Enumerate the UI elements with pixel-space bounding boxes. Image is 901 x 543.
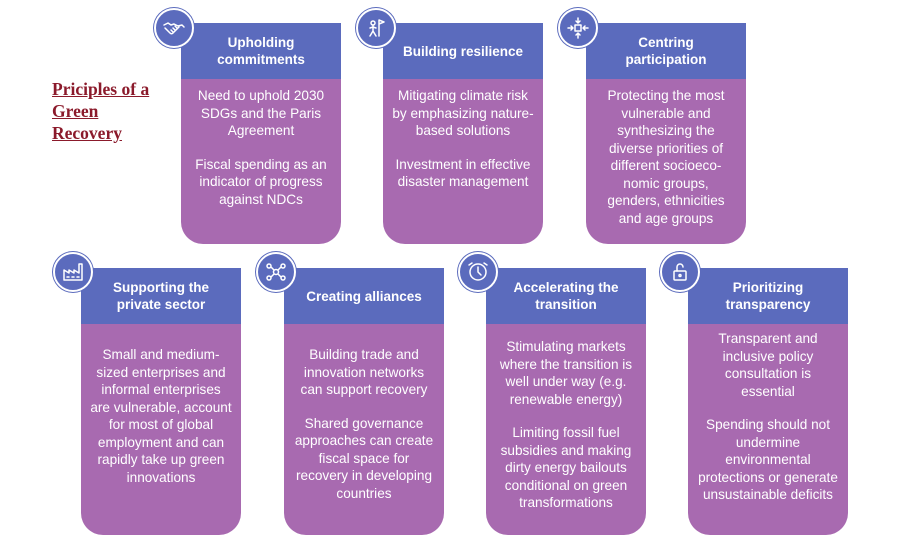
card-title: Upholding commitments — [181, 23, 341, 79]
card-item: Need to uphold 2030 SDGs and the Paris A… — [197, 88, 325, 138]
clock-icon — [458, 252, 498, 292]
card-item: Building trade and innovation networks c… — [300, 347, 428, 397]
arrows-in-icon — [558, 8, 598, 48]
card-title: Prioritizing transparency — [688, 268, 848, 324]
factory-icon — [53, 252, 93, 292]
card-item: Mitigating climate risk by emphasizing n… — [392, 88, 534, 138]
card-body: Need to uphold 2030 SDGs and the Paris A… — [181, 79, 341, 244]
card-title: Centring participation — [586, 23, 746, 79]
title-line: Recovery — [52, 123, 122, 143]
card-prioritizing-transparency: Prioritizing transparency Transparent an… — [688, 268, 848, 535]
person-flag-icon — [356, 8, 396, 48]
card-supporting-private-sector: Supporting the private sector Small and … — [81, 268, 241, 535]
card-body: Building trade and innovation networks c… — [284, 324, 444, 535]
card-centring-participation: Centring participation Protecting the mo… — [586, 23, 746, 244]
card-body: Protecting the most vulnerable and synth… — [586, 79, 746, 244]
card-item: Fiscal spending as an indicator of progr… — [195, 156, 327, 207]
card-creating-alliances: Creating alliances Building trade and in… — [284, 268, 444, 535]
card-body: Mitigating climate risk by emphasizing n… — [383, 79, 543, 244]
title-line: Priciples of a — [52, 79, 150, 99]
card-title: Creating alliances — [284, 268, 444, 324]
diagram-title: Priciples of a Green Recovery — [52, 78, 182, 144]
card-item: Transparent and inclusive policy consult… — [718, 331, 818, 399]
card-item: Limiting fossil fuel subsidies and makin… — [500, 425, 632, 510]
card-item: Investment in effective disaster managem… — [395, 156, 531, 190]
card-body: Small and medium-sized enterprises and i… — [81, 324, 241, 535]
card-body: Stimulating markets where the transition… — [486, 324, 646, 535]
card-title: Supporting the private sector — [81, 268, 241, 324]
card-title: Accelerating the transition — [486, 268, 646, 324]
card-upholding-commitments: Upholding commitments Need to uphold 203… — [181, 23, 341, 244]
card-item: Small and medium-sized enterprises and i… — [90, 347, 232, 485]
card-title: Building resilience — [383, 23, 543, 79]
handshake-icon — [154, 8, 194, 48]
card-accelerating-transition: Accelerating the transition Stimulating … — [486, 268, 646, 535]
unlock-icon — [660, 252, 700, 292]
card-item: Spending should not undermine environmen… — [698, 417, 838, 502]
title-line: Green — [52, 101, 99, 121]
network-icon — [256, 252, 296, 292]
card-item: Shared governance approaches can create … — [294, 415, 434, 501]
card-item: Stimulating markets where the transition… — [499, 339, 633, 407]
card-building-resilience: Building resilience Mitigating climate r… — [383, 23, 543, 244]
card-item: Protecting the most vulnerable and synth… — [607, 88, 725, 226]
card-body: Transparent and inclusive policy consult… — [688, 324, 848, 535]
